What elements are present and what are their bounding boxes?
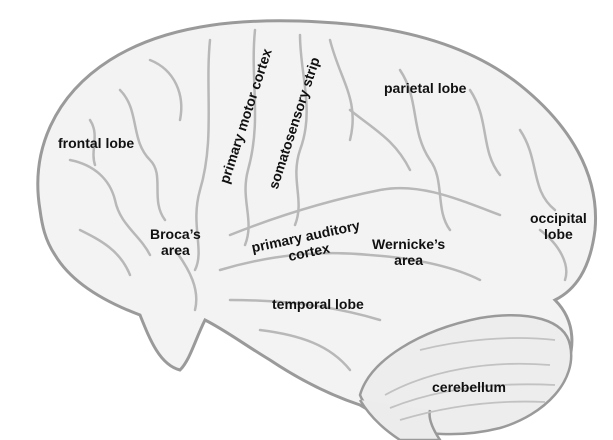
label-occipital-lobe-line1: occipital (530, 210, 587, 226)
label-wernickes-area-line2: area (372, 252, 445, 268)
label-wernickes-area-line1: Wernicke’s (372, 236, 445, 252)
label-temporal-lobe: temporal lobe (272, 296, 364, 312)
label-cerebellum: cerebellum (432, 379, 506, 395)
label-brocas-area: Broca’s area (150, 226, 201, 258)
label-brocas-area-line1: Broca’s (150, 226, 201, 242)
label-wernickes-area: Wernicke’s area (372, 236, 445, 268)
label-occipital-lobe-line2: lobe (530, 226, 587, 242)
label-occipital-lobe: occipital lobe (530, 210, 587, 242)
label-parietal-lobe: parietal lobe (384, 80, 466, 96)
label-frontal-lobe: frontal lobe (58, 135, 134, 151)
label-brocas-area-line2: area (150, 242, 201, 258)
